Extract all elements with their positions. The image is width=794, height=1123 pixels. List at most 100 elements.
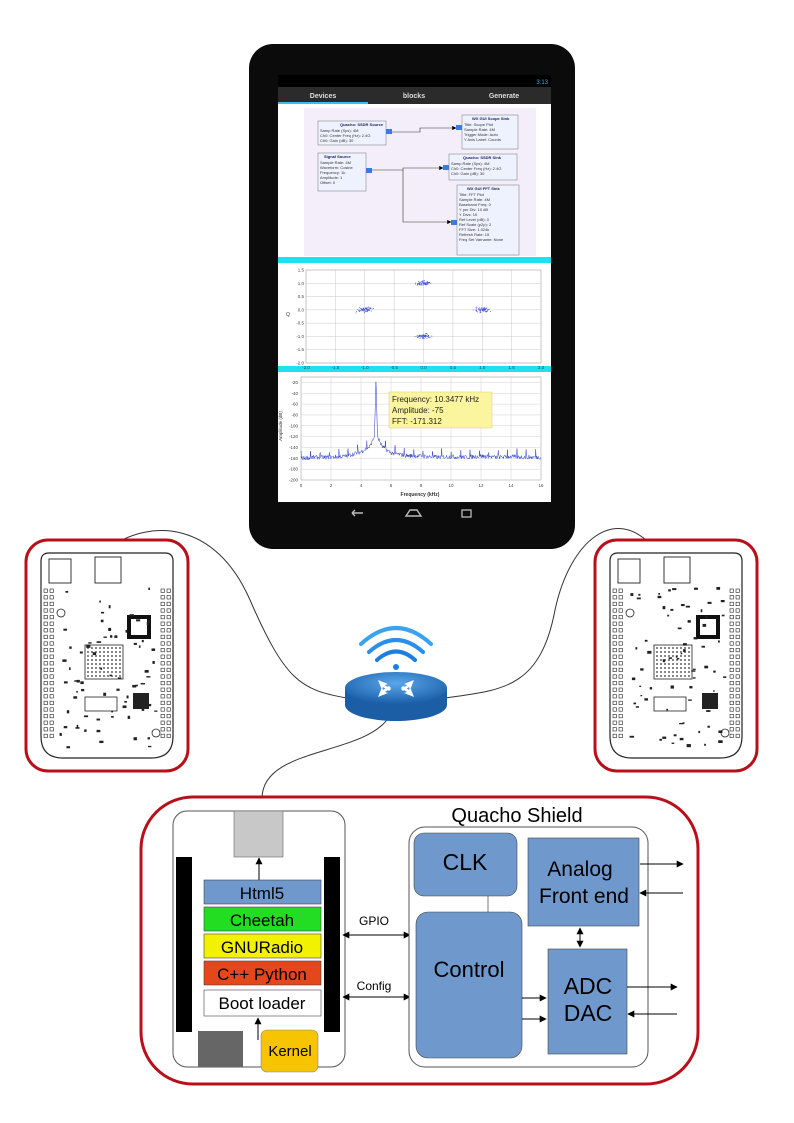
constellation-point <box>362 309 364 311</box>
smd-part <box>66 746 71 749</box>
smd-part <box>662 659 666 663</box>
back-icon[interactable] <box>351 509 363 517</box>
bga-ball <box>684 659 686 661</box>
constellation-point <box>476 307 478 309</box>
fft-xtick: 12 <box>478 483 484 488</box>
pin <box>49 608 54 613</box>
separator <box>278 366 551 372</box>
smd-part <box>718 740 723 743</box>
bga-ball <box>660 663 662 665</box>
smd-part <box>640 695 643 697</box>
bga-ball <box>87 663 89 665</box>
constellation-point <box>418 281 420 283</box>
pin <box>735 634 740 639</box>
pin <box>735 621 740 626</box>
smd-part <box>721 614 725 617</box>
ic-chip <box>702 693 718 709</box>
tab-generate[interactable]: Generate <box>489 93 519 100</box>
pin <box>160 615 165 620</box>
smd-part <box>133 737 137 741</box>
pin <box>43 661 48 666</box>
block-fft-sink[interactable]: WX GUI FFT Sink Title: FFT Plot Sample R… <box>451 184 520 256</box>
smd-part <box>683 649 686 653</box>
clk-label: CLK <box>443 849 488 875</box>
bga-ball <box>115 675 117 677</box>
block-param: Samp Rate (Sps): 4M <box>451 161 489 166</box>
bga-ball <box>111 655 113 657</box>
bga-ball <box>107 667 109 669</box>
fft-xtick: 14 <box>508 483 514 488</box>
smd-part <box>80 681 84 685</box>
constellation-point <box>484 308 486 310</box>
smd-part <box>154 710 158 712</box>
block-ssdr-source[interactable]: Quacho: SSDR Source Samp Rate (Sps): 4M … <box>317 120 392 146</box>
constellation-point <box>424 282 426 284</box>
bga-ball <box>115 671 117 673</box>
bga-ball <box>688 659 690 661</box>
fft-trace <box>300 381 542 462</box>
pin <box>729 628 734 633</box>
constellation-point <box>420 282 422 284</box>
pin <box>735 681 740 686</box>
pin <box>43 694 48 699</box>
mount-hole <box>56 608 66 618</box>
pin <box>618 661 623 666</box>
fft-tooltip: Frequency: 10.3477 kHz Amplitude: -75 FF… <box>388 391 493 429</box>
smd-part <box>700 609 703 613</box>
constellation-point <box>362 307 364 309</box>
bga-ball <box>688 655 690 657</box>
smd-part <box>144 670 149 673</box>
bga-ball <box>119 671 121 673</box>
block-scope-sink[interactable]: WX GUI Scope Sink Title: Scope Plot Samp… <box>456 114 519 150</box>
pin <box>729 661 734 666</box>
bga-ball <box>119 651 121 653</box>
bga-ball <box>668 655 670 657</box>
smd-part <box>633 702 637 705</box>
pin <box>43 628 48 633</box>
block-param: Y per Div: 10 dB <box>459 207 488 212</box>
smd-part <box>698 730 701 734</box>
pin <box>43 595 48 600</box>
stack-boot-loader <box>203 989 322 1017</box>
bga-ball <box>99 655 101 657</box>
pin <box>160 654 165 659</box>
smd-part <box>702 623 707 627</box>
bga-ball <box>672 647 674 649</box>
smd-part <box>148 703 152 707</box>
home-icon[interactable] <box>404 509 423 517</box>
constellation-point <box>415 283 416 285</box>
block-ssdr-sink[interactable]: Quacho: SSDR Sink Samp Rate (Sps): 4M Ch… <box>443 153 518 181</box>
smd-part <box>647 650 652 654</box>
block-signal-source[interactable]: Signal Source Sample Rate: 4M Waveform: … <box>317 152 372 192</box>
pin <box>735 654 740 659</box>
constellation-point <box>479 308 481 310</box>
tab-blocks[interactable]: blocks <box>403 93 425 100</box>
constellation-point <box>423 281 425 283</box>
smd-part <box>677 627 682 630</box>
tab-devices[interactable]: Devices <box>310 93 337 100</box>
scope-ytick: 1.5 <box>298 268 305 273</box>
pin <box>166 694 171 699</box>
smd-part <box>59 732 62 736</box>
pin <box>735 720 740 725</box>
smd-part <box>109 635 113 638</box>
bga-ball <box>688 675 690 677</box>
status-time: 3:13 <box>536 80 548 86</box>
pin <box>735 687 740 692</box>
recent-apps-icon[interactable] <box>461 509 472 518</box>
bga-ball <box>660 659 662 661</box>
constellation-point <box>428 335 430 337</box>
constellation-point <box>423 338 425 340</box>
bga-ball <box>107 647 109 649</box>
constellation-point <box>416 335 418 337</box>
stack-cpp-python <box>203 960 322 986</box>
bga-ball <box>95 659 97 661</box>
separator <box>278 257 551 263</box>
pin <box>166 601 171 606</box>
pin <box>735 707 740 712</box>
pin <box>612 601 617 606</box>
pin <box>160 700 165 705</box>
pin <box>612 595 617 600</box>
smd-part <box>691 670 696 672</box>
control-block <box>415 911 523 1059</box>
